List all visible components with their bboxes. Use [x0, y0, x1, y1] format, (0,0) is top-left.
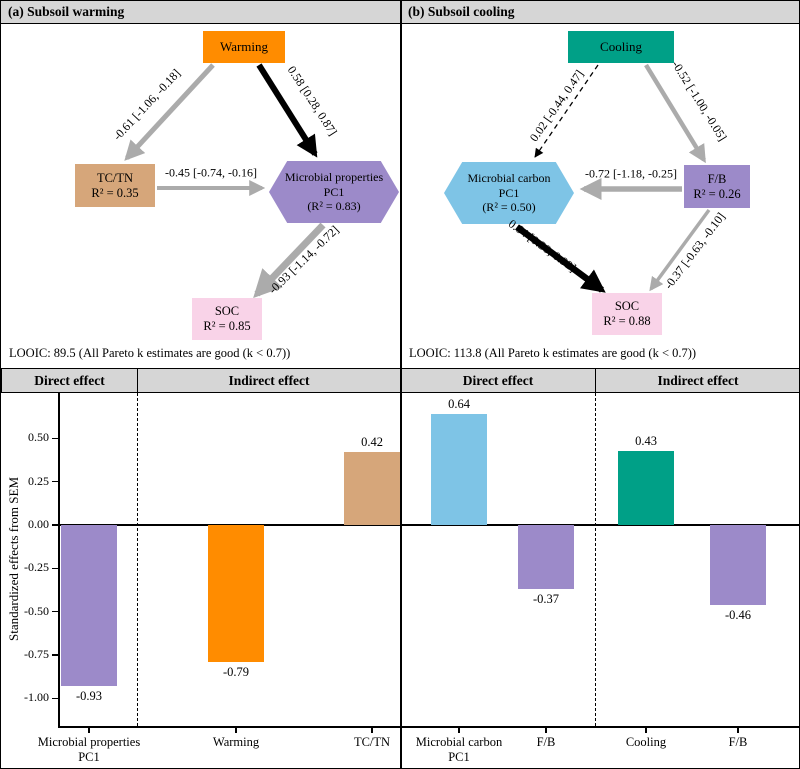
node-tctn-line1: TC/TN [96, 170, 134, 185]
header-indirect-effect-b: Indirect effect [595, 368, 799, 393]
y-tick-mark [52, 524, 58, 526]
x-category-b-fb-indirect: F/B [728, 735, 748, 749]
x-category-b-fb-direct: F/B [536, 735, 556, 749]
node-microbial-carbon-line1: Microbial carbon [467, 171, 551, 186]
bar-value-b-microbial-carbon-pc1: 0.64 [448, 397, 470, 412]
zero-line [58, 524, 799, 526]
y-tick-mark [52, 697, 58, 699]
x-category-a-tctn: TC/TN [353, 735, 391, 749]
node-soc-a: SOC R² = 0.85 [192, 298, 262, 340]
node-warming: Warming [203, 31, 285, 63]
y-tick-label: -0.50 [24, 603, 49, 618]
bar-value-a-microbial-properties-pc1: -0.93 [75, 689, 103, 704]
x-tick-mark [737, 727, 739, 733]
bar-value-b-fb-indirect: -0.46 [724, 607, 752, 622]
direct-indirect-separator-a [137, 393, 138, 726]
y-tick-label: 0.00 [28, 517, 49, 531]
node-microbial-properties: Microbial properties PC1 (R² = 0.83) [269, 161, 399, 223]
y-tick-label: 0.50 [28, 430, 49, 445]
x-tick-mark [458, 727, 460, 733]
looic-b: LOOIC: 113.8 (All Pareto k estimates are… [409, 346, 697, 360]
edge-label-tctn-to-microbial: -0.45 [-0.74, -0.16] [165, 165, 257, 180]
x-tick-mark [645, 727, 647, 733]
x-tick-mark [235, 727, 237, 733]
x-tick-mark [88, 727, 90, 733]
panel-b-title: (b) Subsoil cooling [401, 1, 799, 24]
node-soc-a-line1: SOC [214, 304, 240, 318]
bar-value-b-cooling: 0.43 [635, 433, 657, 448]
node-microbial-carbon-line3: (R² = 0.50) [482, 200, 536, 215]
edge-label-fb-to-microbial: -0.72 [-1.18, -0.25] [585, 166, 677, 181]
y-tick-mark [52, 610, 58, 613]
header-direct-effect-a: Direct effect [1, 368, 138, 393]
bar-value-a-tctn: 0.42 [361, 435, 383, 450]
bar-b-fb-indirect [710, 525, 766, 605]
bar-b-fb-direct [518, 525, 574, 590]
node-fb-line1: F/B [707, 171, 727, 186]
node-soc-a-line2: R² = 0.85 [203, 319, 251, 333]
x-tick-mark [545, 727, 547, 733]
header-indirect-effect-a: Indirect effect [137, 368, 401, 393]
node-cooling: Cooling [568, 31, 674, 63]
y-tick-mark [52, 654, 58, 656]
node-soc-b-line2: R² = 0.88 [603, 314, 651, 328]
node-microbial-properties-line1: Microbial properties [284, 170, 384, 185]
y-tick-label: -0.75 [24, 647, 49, 661]
y-tick-mark [52, 480, 58, 483]
x-tick-mark [371, 727, 373, 733]
node-tctn: TC/TN R² = 0.35 [75, 164, 155, 207]
y-tick-mark [52, 567, 58, 570]
node-cooling-label: Cooling [600, 39, 642, 55]
node-microbial-carbon-line2: PC1 [498, 185, 520, 200]
bar-b-microbial-carbon-pc1 [431, 414, 487, 525]
y-tick-label: -0.25 [24, 560, 49, 575]
node-soc-b-line1: SOC [614, 299, 640, 313]
bar-a-warming [208, 525, 264, 662]
direct-indirect-separator-b [595, 393, 596, 726]
x-axis-line [58, 726, 799, 728]
node-soc-b: SOC R² = 0.88 [592, 293, 662, 335]
header-direct-effect-b: Direct effect [400, 368, 596, 393]
bar-a-tctn [344, 452, 400, 525]
node-fb: F/B R² = 0.26 [684, 165, 750, 208]
y-tick-mark [52, 437, 58, 440]
bar-a-microbial-properties-pc1 [61, 525, 117, 687]
y-tick-label: 0.25 [28, 473, 49, 488]
node-microbial-properties-line3: (R² = 0.83) [307, 199, 361, 214]
node-tctn-line2: R² = 0.35 [91, 185, 139, 200]
x-category-a-warming: Warming [212, 735, 260, 749]
bar-b-cooling [618, 450, 674, 525]
y-tick-label: -1.00 [24, 690, 49, 705]
panel-a-title: (a) Subsoil warming [1, 1, 401, 24]
panel-divider [400, 1, 402, 768]
x-category-b-cooling: Cooling [625, 735, 667, 749]
node-warming-label: Warming [219, 39, 269, 55]
looic-a: LOOIC: 89.5 (All Pareto k estimates are … [9, 346, 291, 360]
node-microbial-properties-line2: PC1 [323, 184, 345, 199]
bar-value-a-warming: -0.79 [222, 664, 250, 679]
node-fb-line2: R² = 0.26 [693, 186, 741, 201]
y-axis-line [58, 393, 60, 728]
bar-value-b-fb-direct: -0.37 [532, 592, 560, 607]
node-microbial-carbon: Microbial carbon PC1 (R² = 0.50) [444, 162, 574, 224]
